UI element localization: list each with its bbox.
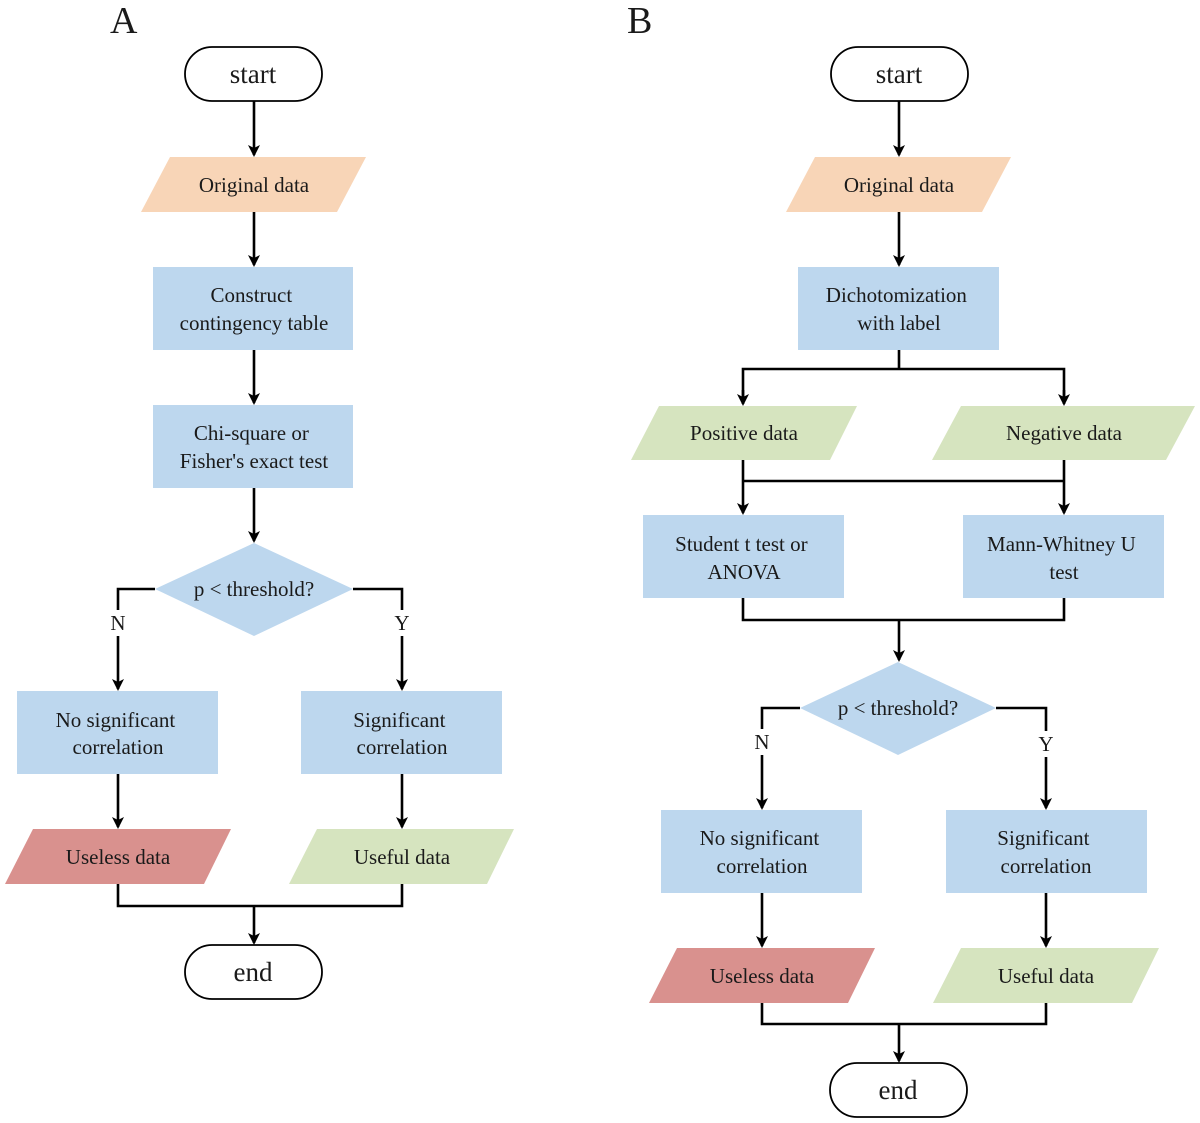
a-significant-box xyxy=(301,691,502,774)
b-useless-data-text: Useless data xyxy=(710,964,815,988)
a-start-text: start xyxy=(230,59,277,89)
a-test-text: Chi-square or Fisher's exact test xyxy=(180,421,329,473)
b-yes-label-bg xyxy=(1034,731,1058,757)
a-useless-data-shape xyxy=(5,829,231,884)
b-significant-box xyxy=(946,810,1147,893)
b-useful-data-shape xyxy=(933,948,1159,1003)
b-no-label: N xyxy=(754,730,769,754)
b-end-terminal xyxy=(829,1062,968,1118)
panel-b-label: B xyxy=(627,0,652,42)
b-negative-data-shape xyxy=(932,406,1195,460)
b-split-line xyxy=(741,367,1066,403)
b-mannwhitney-text: Mann-Whitney U test xyxy=(987,532,1141,584)
b-negative-data-text: Negative data xyxy=(1006,421,1123,445)
b-test-merge xyxy=(741,598,1066,622)
a-significant-text: Significant correlation xyxy=(353,708,450,759)
panel-a: A start Original data Construct continge… xyxy=(5,0,514,1000)
a-yes-label: Y xyxy=(394,611,409,635)
a-decision-text: p < threshold? xyxy=(194,577,314,601)
b-dichotomization-text: Dichotomization with label xyxy=(826,283,972,335)
b-dichotomization-box xyxy=(798,267,999,350)
a-decision-diamond xyxy=(155,543,353,636)
a-test-box xyxy=(153,405,353,488)
a-yes-branch xyxy=(353,587,408,691)
b-ttest-box xyxy=(643,515,844,598)
panel-a-label: A xyxy=(110,0,138,42)
b-decision-diamond xyxy=(800,662,996,755)
b-no-branch xyxy=(756,706,800,810)
a-construct-box xyxy=(153,267,353,350)
b-positive-data-text: Positive data xyxy=(690,421,799,445)
panel-b: B start Original data Dichotomization wi… xyxy=(627,0,1195,1118)
a-no-significant-box xyxy=(17,691,218,774)
a-useful-data-shape xyxy=(289,829,514,884)
a-construct-text: Construct contingency table xyxy=(180,283,329,335)
a-useful-data-text: Useful data xyxy=(354,845,451,869)
b-decision-text: p < threshold? xyxy=(838,696,958,720)
b-yes-branch xyxy=(996,706,1052,810)
a-useless-data-text: Useless data xyxy=(66,845,171,869)
b-no-label-bg xyxy=(750,729,774,755)
b-no-significant-box xyxy=(661,810,862,893)
b-merge-line xyxy=(760,1003,1048,1026)
b-positive-data-shape xyxy=(631,406,857,460)
a-no-significant-text: No significant correlation xyxy=(56,708,181,759)
b-useful-data-text: Useful data xyxy=(998,964,1095,988)
a-end-text: end xyxy=(234,957,273,987)
a-no-branch xyxy=(112,587,155,691)
b-useless-data-shape xyxy=(649,948,875,1003)
a-yes-label-bg xyxy=(390,610,414,636)
a-merge-line xyxy=(116,884,404,908)
a-end-terminal xyxy=(184,944,323,1000)
b-yes-label: Y xyxy=(1038,732,1053,756)
b-original-data-shape xyxy=(786,157,1011,212)
b-ttest-text: Student t test or ANOVA xyxy=(675,532,813,584)
b-end-text: end xyxy=(879,1075,918,1105)
b-original-data-text: Original data xyxy=(844,173,955,197)
a-no-label-bg xyxy=(106,610,130,636)
a-no-label: N xyxy=(110,611,125,635)
b-no-significant-text: No significant correlation xyxy=(700,826,825,878)
b-mannwhitney-box xyxy=(963,515,1164,598)
b-significant-text: Significant correlation xyxy=(997,826,1094,878)
b-start-text: start xyxy=(876,59,923,89)
a-original-data-shape xyxy=(141,157,366,212)
a-original-data-text: Original data xyxy=(199,173,310,197)
